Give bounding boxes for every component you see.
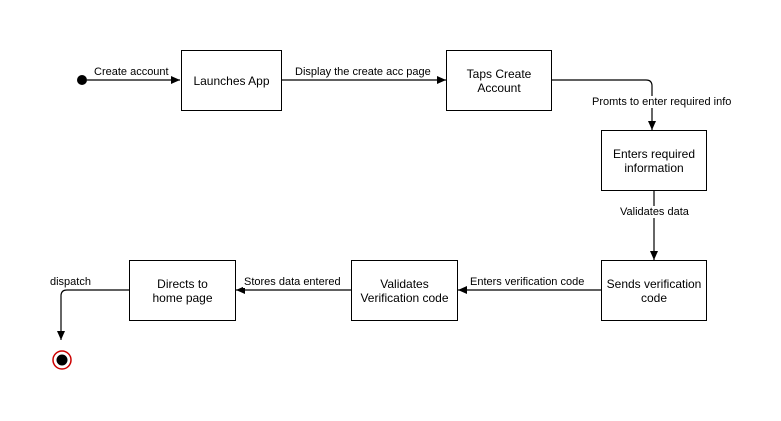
node-directs-to-home-page: Directs to home page [129,260,236,321]
label-create-account: Create account [93,66,170,78]
label-stores-data-entered: Stores data entered [243,276,342,288]
node-taps-create-account: Taps Create Account [446,50,552,111]
node-enters-required-information: Enters required information [601,130,707,191]
label-enters-verification-code: Enters verification code [469,276,586,288]
node-sends-verification-code: Sends verification code [601,260,707,321]
label-dispatch: dispatch [49,276,92,288]
edge-promts-to-enter-required-info [551,79,656,130]
label-promts-to-enter-required-info: Promts to enter required info [591,96,733,108]
label-validates-data: Validates data [619,206,690,218]
initial-state [77,75,87,85]
node-validates-verification-code: Validates Verification code [351,260,458,321]
edge-dispatch [57,289,129,340]
final-state-dot [56,354,68,366]
node-launches-app: Launches App [181,50,282,111]
label-display-create-acc-page: Display the create acc page [294,66,432,78]
